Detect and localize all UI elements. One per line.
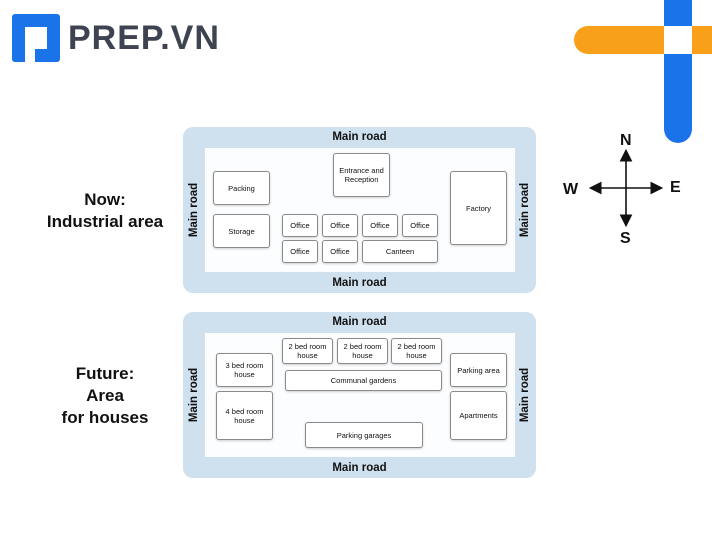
compass-east: E — [670, 179, 681, 196]
road-bottom: Main road — [332, 462, 387, 474]
building-apartments: Apartments — [450, 391, 507, 440]
communal-gardens: Communal gardens — [285, 370, 442, 391]
future-map: Main road Main road Main road Main road … — [183, 312, 536, 478]
road-top: Main road — [332, 316, 387, 328]
road-right: Main road — [519, 182, 531, 238]
parking-garages: Parking garages — [305, 422, 423, 448]
now-label: Now: Industrial area — [30, 189, 180, 233]
now-label-line1: Now: — [84, 190, 126, 209]
future-label-line1: Future: — [75, 364, 135, 383]
building-4bed-house: 4 bed room house — [216, 391, 273, 440]
road-bottom: Main road — [332, 277, 387, 289]
building-office-3: Office — [362, 214, 398, 237]
road-left: Main road — [188, 367, 200, 423]
building-storage: Storage — [213, 214, 270, 248]
future-label-line2: Area — [86, 386, 124, 405]
building-office-5: Office — [282, 240, 318, 263]
now-map: Main road Main road Main road Main road … — [183, 127, 536, 293]
building-canteen: Canteen — [362, 240, 438, 263]
building-office-2: Office — [322, 214, 358, 237]
building-office-1: Office — [282, 214, 318, 237]
future-label: Future: Area for houses — [40, 363, 170, 429]
compass-south: S — [620, 230, 631, 247]
building-2bed-house-a: 2 bed room house — [282, 338, 333, 364]
road-top: Main road — [332, 131, 387, 143]
now-label-line2: Industrial area — [46, 212, 164, 231]
compass-north: N — [620, 132, 632, 149]
future-site: 3 bed room house 4 bed room house 2 bed … — [205, 333, 515, 457]
road-left: Main road — [188, 182, 200, 238]
logo-mark-icon — [12, 14, 60, 62]
compass: N S W E — [560, 128, 690, 248]
building-3bed-house: 3 bed room house — [216, 353, 273, 387]
road-right: Main road — [519, 367, 531, 423]
building-office-6: Office — [322, 240, 358, 263]
building-office-4: Office — [402, 214, 438, 237]
building-2bed-house-c: 2 bed room house — [391, 338, 442, 364]
building-entrance: Entrance and Reception — [333, 153, 390, 197]
now-site: Packing Storage Entrance and Reception O… — [205, 148, 515, 272]
building-factory: Factory — [450, 171, 507, 245]
compass-west: W — [563, 181, 579, 198]
parking-area: Parking area — [450, 353, 507, 387]
building-packing: Packing — [213, 171, 270, 205]
compass-arrows-icon — [588, 148, 664, 228]
future-label-line3: for houses — [61, 408, 149, 427]
logo-text: PREP.VN — [68, 18, 220, 57]
prep-logo: PREP.VN — [12, 14, 220, 62]
building-2bed-house-b: 2 bed room house — [337, 338, 388, 364]
